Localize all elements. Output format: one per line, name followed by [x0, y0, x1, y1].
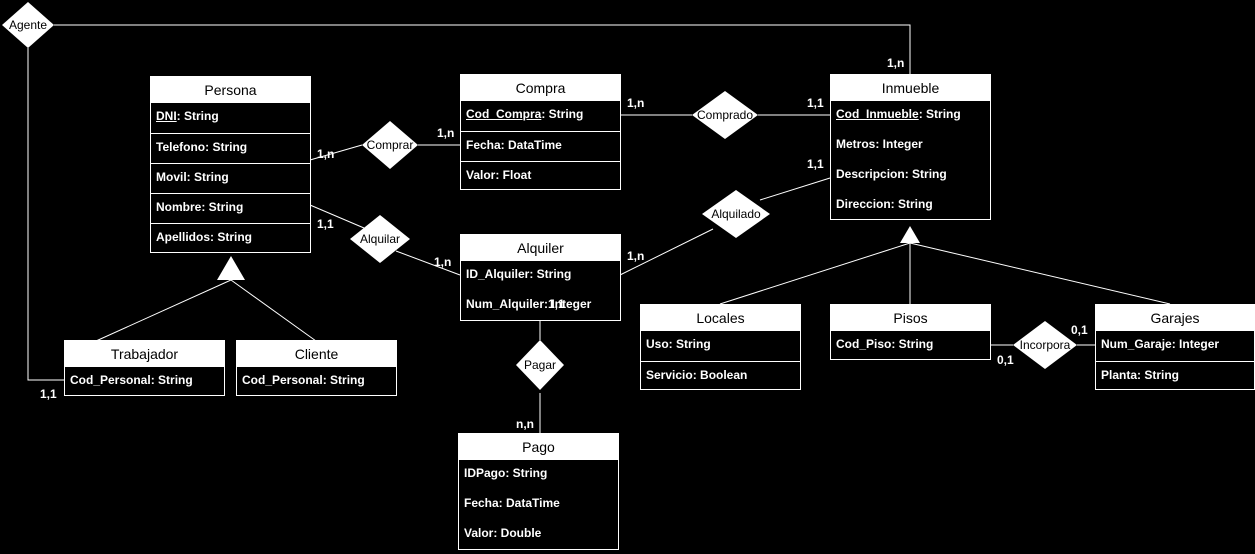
cardinality-label: 1,1 [317, 217, 334, 231]
attribute: Uso: String [646, 337, 711, 351]
entity-title: Compra [461, 75, 620, 101]
attribute: Fecha: DataTime [464, 496, 560, 510]
entity-compra[interactable]: Compra Cod_Compra: String Fecha: DataTim… [460, 74, 621, 190]
cardinality-label: 1,n [887, 56, 905, 70]
attribute: ID_Alquiler: String [466, 267, 572, 281]
entity-title: Cliente [237, 341, 396, 367]
attribute: Telefono: String [151, 133, 310, 163]
attribute: Cod_Compra: String [466, 107, 584, 121]
cardinality-label: 1,1 [548, 297, 565, 311]
attribute: Cod_Personal: String [242, 373, 365, 387]
attribute: Valor: Double [464, 526, 542, 540]
attribute: Servicio: Boolean [641, 361, 800, 391]
cardinality-label: n,n [516, 417, 534, 431]
entity-persona[interactable]: Persona DNI: String Telefono: String Mov… [150, 76, 311, 253]
attribute: Num_Garaje: Integer [1101, 337, 1220, 351]
cardinality-label: 1,1 [807, 96, 824, 110]
attribute: Cod_Piso: String [836, 337, 934, 351]
attribute: Metros: Integer [836, 137, 923, 151]
entity-title: Inmueble [831, 75, 990, 101]
attribute: Cod_Personal: String [70, 373, 193, 387]
pagar-diamond [516, 340, 564, 390]
entity-title: Garajes [1096, 305, 1254, 331]
cardinality-label: 1,n [627, 249, 645, 263]
cardinality-label: 1,n [317, 147, 335, 161]
cardinality-label: 1,n [627, 96, 645, 110]
cardinality-label: 0,1 [997, 353, 1014, 367]
cardinality-label: 1,n [434, 255, 452, 269]
entity-cliente[interactable]: Cliente Cod_Personal: String [236, 340, 397, 396]
attribute: DNI: String [156, 109, 219, 123]
attribute: Fecha: DataTime [461, 131, 620, 161]
cardinality-label: 1,1 [807, 157, 824, 171]
attribute: Num_Alquiler: Integer [466, 297, 592, 311]
entity-garajes[interactable]: Garajes Num_Garaje: Integer Planta: Stri… [1095, 304, 1255, 390]
attribute: Apellidos: String [151, 223, 310, 253]
persona-inheritance-triangle [217, 256, 245, 280]
entity-alquiler[interactable]: Alquiler ID_Alquiler: String Num_Alquile… [460, 234, 621, 321]
comprar-diamond [362, 121, 418, 169]
attribute: Direccion: String [836, 197, 933, 211]
inmueble-inheritance-triangle [900, 226, 920, 243]
entity-trabajador[interactable]: Trabajador Cod_Personal: String [64, 340, 225, 396]
entity-title: Persona [151, 77, 310, 103]
entity-title: Trabajador [65, 341, 224, 367]
alquilado-diamond [702, 190, 770, 238]
entity-locales[interactable]: Locales Uso: String Servicio: Boolean [640, 304, 801, 390]
incorpora-diamond [1013, 321, 1077, 369]
agente-diamond [2, 2, 54, 48]
entity-inmueble[interactable]: Inmueble Cod_Inmueble: String Metros: In… [830, 74, 991, 220]
attribute: Valor: Float [461, 161, 620, 191]
attribute: Nombre: String [151, 193, 310, 223]
entity-title: Pisos [831, 305, 990, 331]
entity-title: Alquiler [461, 235, 620, 261]
alquilar-diamond [350, 215, 410, 263]
attribute: Movil: String [151, 163, 310, 193]
entity-title: Pago [459, 434, 618, 460]
entity-pisos[interactable]: Pisos Cod_Piso: String [830, 304, 991, 360]
cardinality-label: 0,1 [1071, 323, 1088, 337]
attribute: Planta: String [1096, 361, 1254, 391]
cardinality-label: 1,n [437, 126, 455, 140]
entity-pago[interactable]: Pago IDPago: String Fecha: DataTime Valo… [458, 433, 619, 550]
entity-title: Locales [641, 305, 800, 331]
attribute: Descripcion: String [836, 167, 947, 181]
comprado-diamond [692, 91, 758, 139]
attribute: IDPago: String [464, 466, 548, 480]
attribute: Cod_Inmueble: String [836, 107, 961, 121]
cardinality-label: 1,1 [40, 387, 57, 401]
